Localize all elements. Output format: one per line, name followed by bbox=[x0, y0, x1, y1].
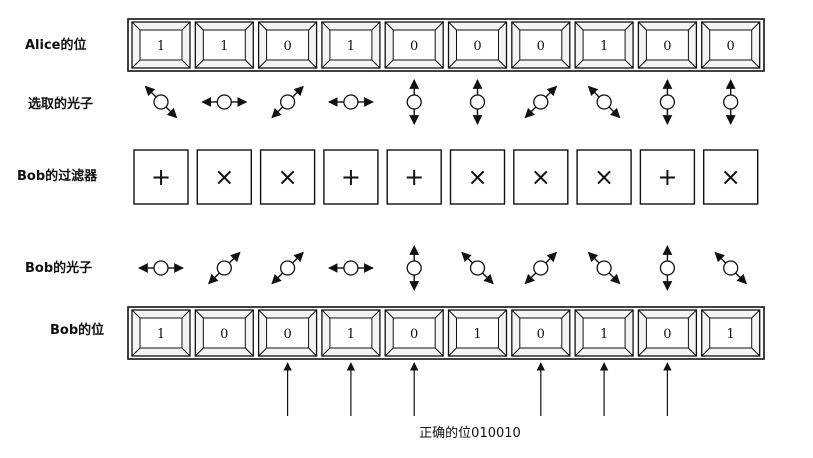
bob-bit-value: 0 bbox=[410, 327, 418, 342]
bob-photon-diag-slash bbox=[524, 251, 558, 285]
bob-bit-value: 0 bbox=[283, 327, 291, 342]
bob-bits-row: 1 0 0 1 0 1 0 1 0 1 bbox=[127, 306, 765, 360]
bob-filter-box: + bbox=[323, 149, 379, 205]
bob-photon-horizontal bbox=[138, 260, 184, 276]
bob-filter-box: × bbox=[576, 149, 632, 205]
alice-bit-cell: 1 bbox=[131, 21, 191, 69]
bob-bit-value: 0 bbox=[537, 327, 545, 342]
bob-filter-symbol: × bbox=[721, 163, 741, 191]
chosen-photon-vertical bbox=[723, 79, 739, 125]
bob-bit-cell: 0 bbox=[384, 309, 444, 357]
bob-filter-box: + bbox=[386, 149, 442, 205]
correct-bit-arrows bbox=[283, 362, 672, 416]
alice-bit-cell: 0 bbox=[701, 21, 761, 69]
bob-photon-diag-slash bbox=[271, 251, 304, 285]
correct-bits-caption: 正确的位010010 bbox=[419, 425, 521, 441]
chosen-photon-diag-backslash bbox=[144, 85, 178, 119]
bob-filters-row: + × × + + × × × + × bbox=[133, 149, 759, 205]
bob-photons-row bbox=[138, 245, 747, 291]
bob-bit-value: 1 bbox=[600, 327, 608, 342]
bob-bit-cell: 1 bbox=[131, 309, 191, 357]
alice-bit-value: 1 bbox=[347, 39, 355, 54]
bob-bit-cell: 0 bbox=[257, 309, 318, 357]
alice-bit-cell: 1 bbox=[194, 21, 254, 69]
bob-bit-cell: 0 bbox=[194, 309, 254, 357]
bob-photon-vertical bbox=[659, 245, 676, 291]
chosen-photon-vertical bbox=[469, 79, 486, 125]
bob-filter-box: × bbox=[449, 149, 506, 205]
bob-filter-symbol: + bbox=[657, 163, 677, 191]
bob-bit-cell: 0 bbox=[511, 309, 571, 357]
bob-filter-symbol: × bbox=[278, 163, 298, 191]
bob-photon-diag-backslash bbox=[714, 251, 747, 285]
bob-filter-symbol: × bbox=[214, 163, 234, 191]
alice-bit-cell: 1 bbox=[321, 21, 381, 69]
alice-bit-cell: 0 bbox=[447, 21, 508, 69]
bob-photon-diag-backslash bbox=[461, 251, 494, 285]
alice-bit-value: 0 bbox=[537, 39, 545, 54]
bob-bit-value: 1 bbox=[347, 327, 355, 342]
bob-filter-symbol: + bbox=[151, 163, 171, 191]
alice-bit-value: 0 bbox=[473, 39, 481, 54]
bob-filter-symbol: × bbox=[467, 163, 487, 191]
alice-bit-value: 0 bbox=[410, 39, 418, 54]
alice-bits-row: 1 1 0 1 0 0 0 1 0 0 bbox=[127, 18, 765, 72]
bob-photon-diag-slash bbox=[208, 251, 241, 285]
bob-bit-value: 1 bbox=[473, 327, 481, 342]
bob-filter-box: × bbox=[703, 149, 759, 205]
bob-photon-horizontal bbox=[327, 260, 374, 276]
alice-bit-cell: 0 bbox=[511, 21, 571, 69]
chosen-photon-vertical bbox=[406, 79, 422, 125]
bob-bit-cell: 1 bbox=[574, 309, 634, 357]
bob-filter-box: × bbox=[513, 149, 569, 205]
bob-bit-cell: 0 bbox=[637, 309, 698, 357]
label-chosen-photons: 选取的光子 bbox=[28, 96, 93, 112]
bob-bit-value: 1 bbox=[157, 327, 165, 342]
alice-bit-value: 1 bbox=[157, 39, 165, 54]
alice-bit-value: 0 bbox=[663, 39, 671, 54]
chosen-photon-diag-backslash bbox=[587, 85, 621, 119]
alice-bit-cell: 1 bbox=[574, 21, 634, 69]
label-bob-filters: Bob的过滤器 bbox=[17, 168, 98, 184]
bob-photon-diag-backslash bbox=[587, 251, 621, 285]
chosen-photon-horizontal bbox=[327, 94, 374, 110]
bob-filter-symbol: + bbox=[341, 163, 361, 191]
alice-bit-cell: 0 bbox=[257, 21, 318, 69]
bob-bit-cell: 1 bbox=[701, 309, 761, 357]
chosen-photons-row bbox=[144, 79, 739, 125]
bob-filter-symbol: + bbox=[404, 163, 424, 191]
bob-filter-box: × bbox=[196, 149, 253, 205]
bob-filter-box: + bbox=[639, 149, 696, 205]
bob-filter-box: + bbox=[133, 149, 189, 205]
chosen-photon-horizontal bbox=[201, 94, 248, 110]
bob-filter-symbol: × bbox=[531, 163, 551, 191]
alice-bit-value: 0 bbox=[727, 39, 735, 54]
bob-bit-value: 0 bbox=[663, 327, 671, 342]
alice-bit-value: 0 bbox=[283, 39, 291, 54]
alice-bit-cell: 0 bbox=[384, 21, 444, 69]
bob-filter-box: × bbox=[259, 149, 316, 205]
chosen-photon-diag-slash bbox=[524, 85, 558, 119]
alice-bit-cell: 0 bbox=[637, 21, 698, 69]
label-bob-bits: Bob的位 bbox=[50, 322, 104, 338]
bob-bit-value: 1 bbox=[727, 327, 735, 342]
label-bob-photons: Bob的光子 bbox=[25, 260, 92, 276]
label-alice-bits: Alice的位 bbox=[25, 37, 87, 53]
bob-filter-symbol: × bbox=[594, 163, 614, 191]
alice-bit-value: 1 bbox=[600, 39, 608, 54]
chosen-photon-diag-slash bbox=[271, 85, 304, 119]
bob-bit-cell: 1 bbox=[447, 309, 508, 357]
chosen-photon-vertical bbox=[659, 79, 676, 125]
alice-bit-value: 1 bbox=[220, 39, 228, 54]
bob-bit-value: 0 bbox=[220, 327, 228, 342]
bob-bit-cell: 1 bbox=[321, 309, 381, 357]
bob-photon-vertical bbox=[406, 245, 422, 291]
